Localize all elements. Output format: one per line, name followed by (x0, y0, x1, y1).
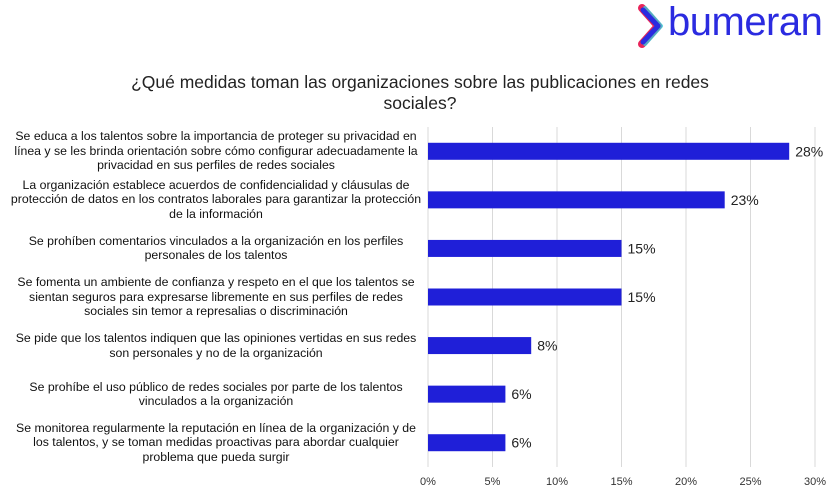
bumeran-logo: bumeran (636, 0, 836, 48)
data-label: 28% (795, 143, 823, 159)
data-label: 6% (511, 435, 531, 451)
data-label: 23% (731, 192, 759, 208)
bar (428, 142, 790, 160)
category-label: Se fomenta un ambiente de confianza y re… (17, 275, 415, 318)
x-tick-label: 5% (485, 476, 501, 488)
x-tick-label: 25% (739, 476, 761, 488)
category-label: La organización establece acuerdos de co… (10, 177, 422, 221)
chart-title: ¿Qué medidas toman las organizaciones so… (131, 72, 709, 113)
bar (428, 288, 622, 306)
x-tick-label: 30% (804, 476, 826, 488)
data-label: 8% (537, 338, 557, 354)
logo-arrow-icon (638, 4, 663, 48)
category-label: Se educa a los talentos sobre la importa… (14, 129, 418, 173)
x-tick-label: 20% (675, 476, 697, 488)
logo-wordmark: bumeran (668, 0, 823, 44)
x-tick-label: 10% (546, 476, 568, 488)
data-label: 6% (511, 386, 531, 402)
category-label: Se pide que los talentos indiquen que la… (15, 331, 417, 360)
category-label: Se prohíbe el uso público de redes socia… (29, 379, 403, 409)
data-label: 15% (628, 240, 656, 256)
bar (428, 337, 532, 355)
bar (428, 239, 622, 257)
bar (428, 385, 506, 403)
category-label: Se monitorea regularmente la reputación … (16, 420, 416, 464)
x-tick-label: 0% (420, 476, 436, 488)
data-label: 15% (628, 289, 656, 305)
category-label: Se prohíben comentarios vinculados a la … (28, 233, 404, 263)
x-tick-label: 15% (610, 476, 632, 488)
bar (428, 191, 725, 209)
bar (428, 434, 506, 452)
